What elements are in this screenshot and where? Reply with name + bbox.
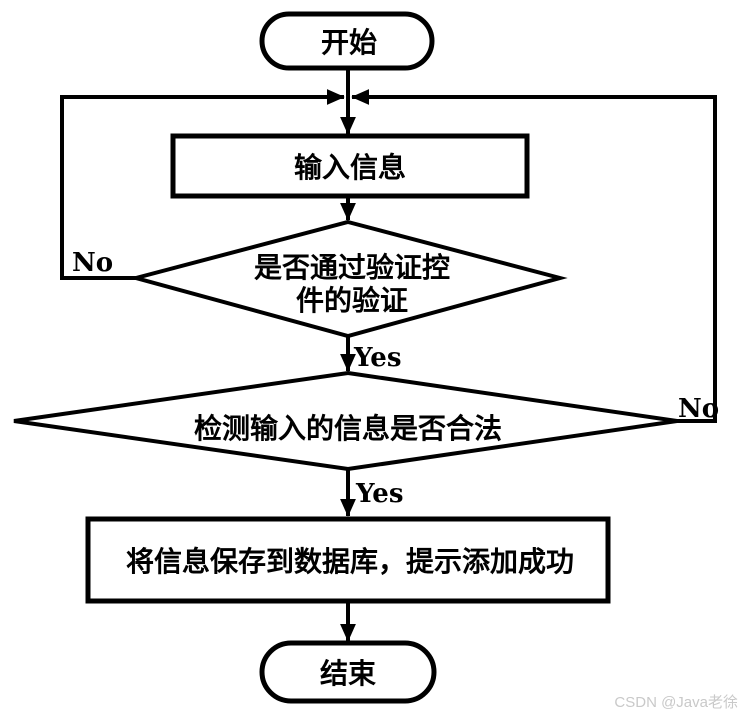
validate-yes-label: Yes	[353, 343, 401, 373]
validate-no-label: No	[72, 248, 113, 278]
check-no-label: No	[678, 394, 719, 424]
input-info-node	[170, 133, 530, 199]
start-node-label: 开始	[321, 27, 377, 58]
end-node	[259, 640, 437, 704]
input-info-node-label: 输入信息	[294, 151, 406, 183]
check-legal-label: 检测输入的信息是否合法	[194, 412, 502, 444]
end-node-label: 结束	[320, 658, 376, 689]
save-db-node	[85, 516, 611, 604]
validate-control-decision-node	[128, 219, 568, 339]
edge-validate-no-feedback	[60, 89, 345, 280]
save-db-label: 将信息保存到数据库，提示添加成功	[126, 545, 574, 577]
start-node	[259, 11, 435, 71]
check-legal-decision-node	[13, 370, 678, 472]
validate-control-label-line2: 件的验证	[296, 284, 408, 316]
edge-check-no-feedback	[351, 89, 717, 423]
check-yes-label: Yes	[355, 479, 403, 509]
csdn-watermark: CSDN @Java老徐	[614, 694, 738, 711]
validate-control-label-line1: 是否通过验证控	[254, 251, 450, 283]
